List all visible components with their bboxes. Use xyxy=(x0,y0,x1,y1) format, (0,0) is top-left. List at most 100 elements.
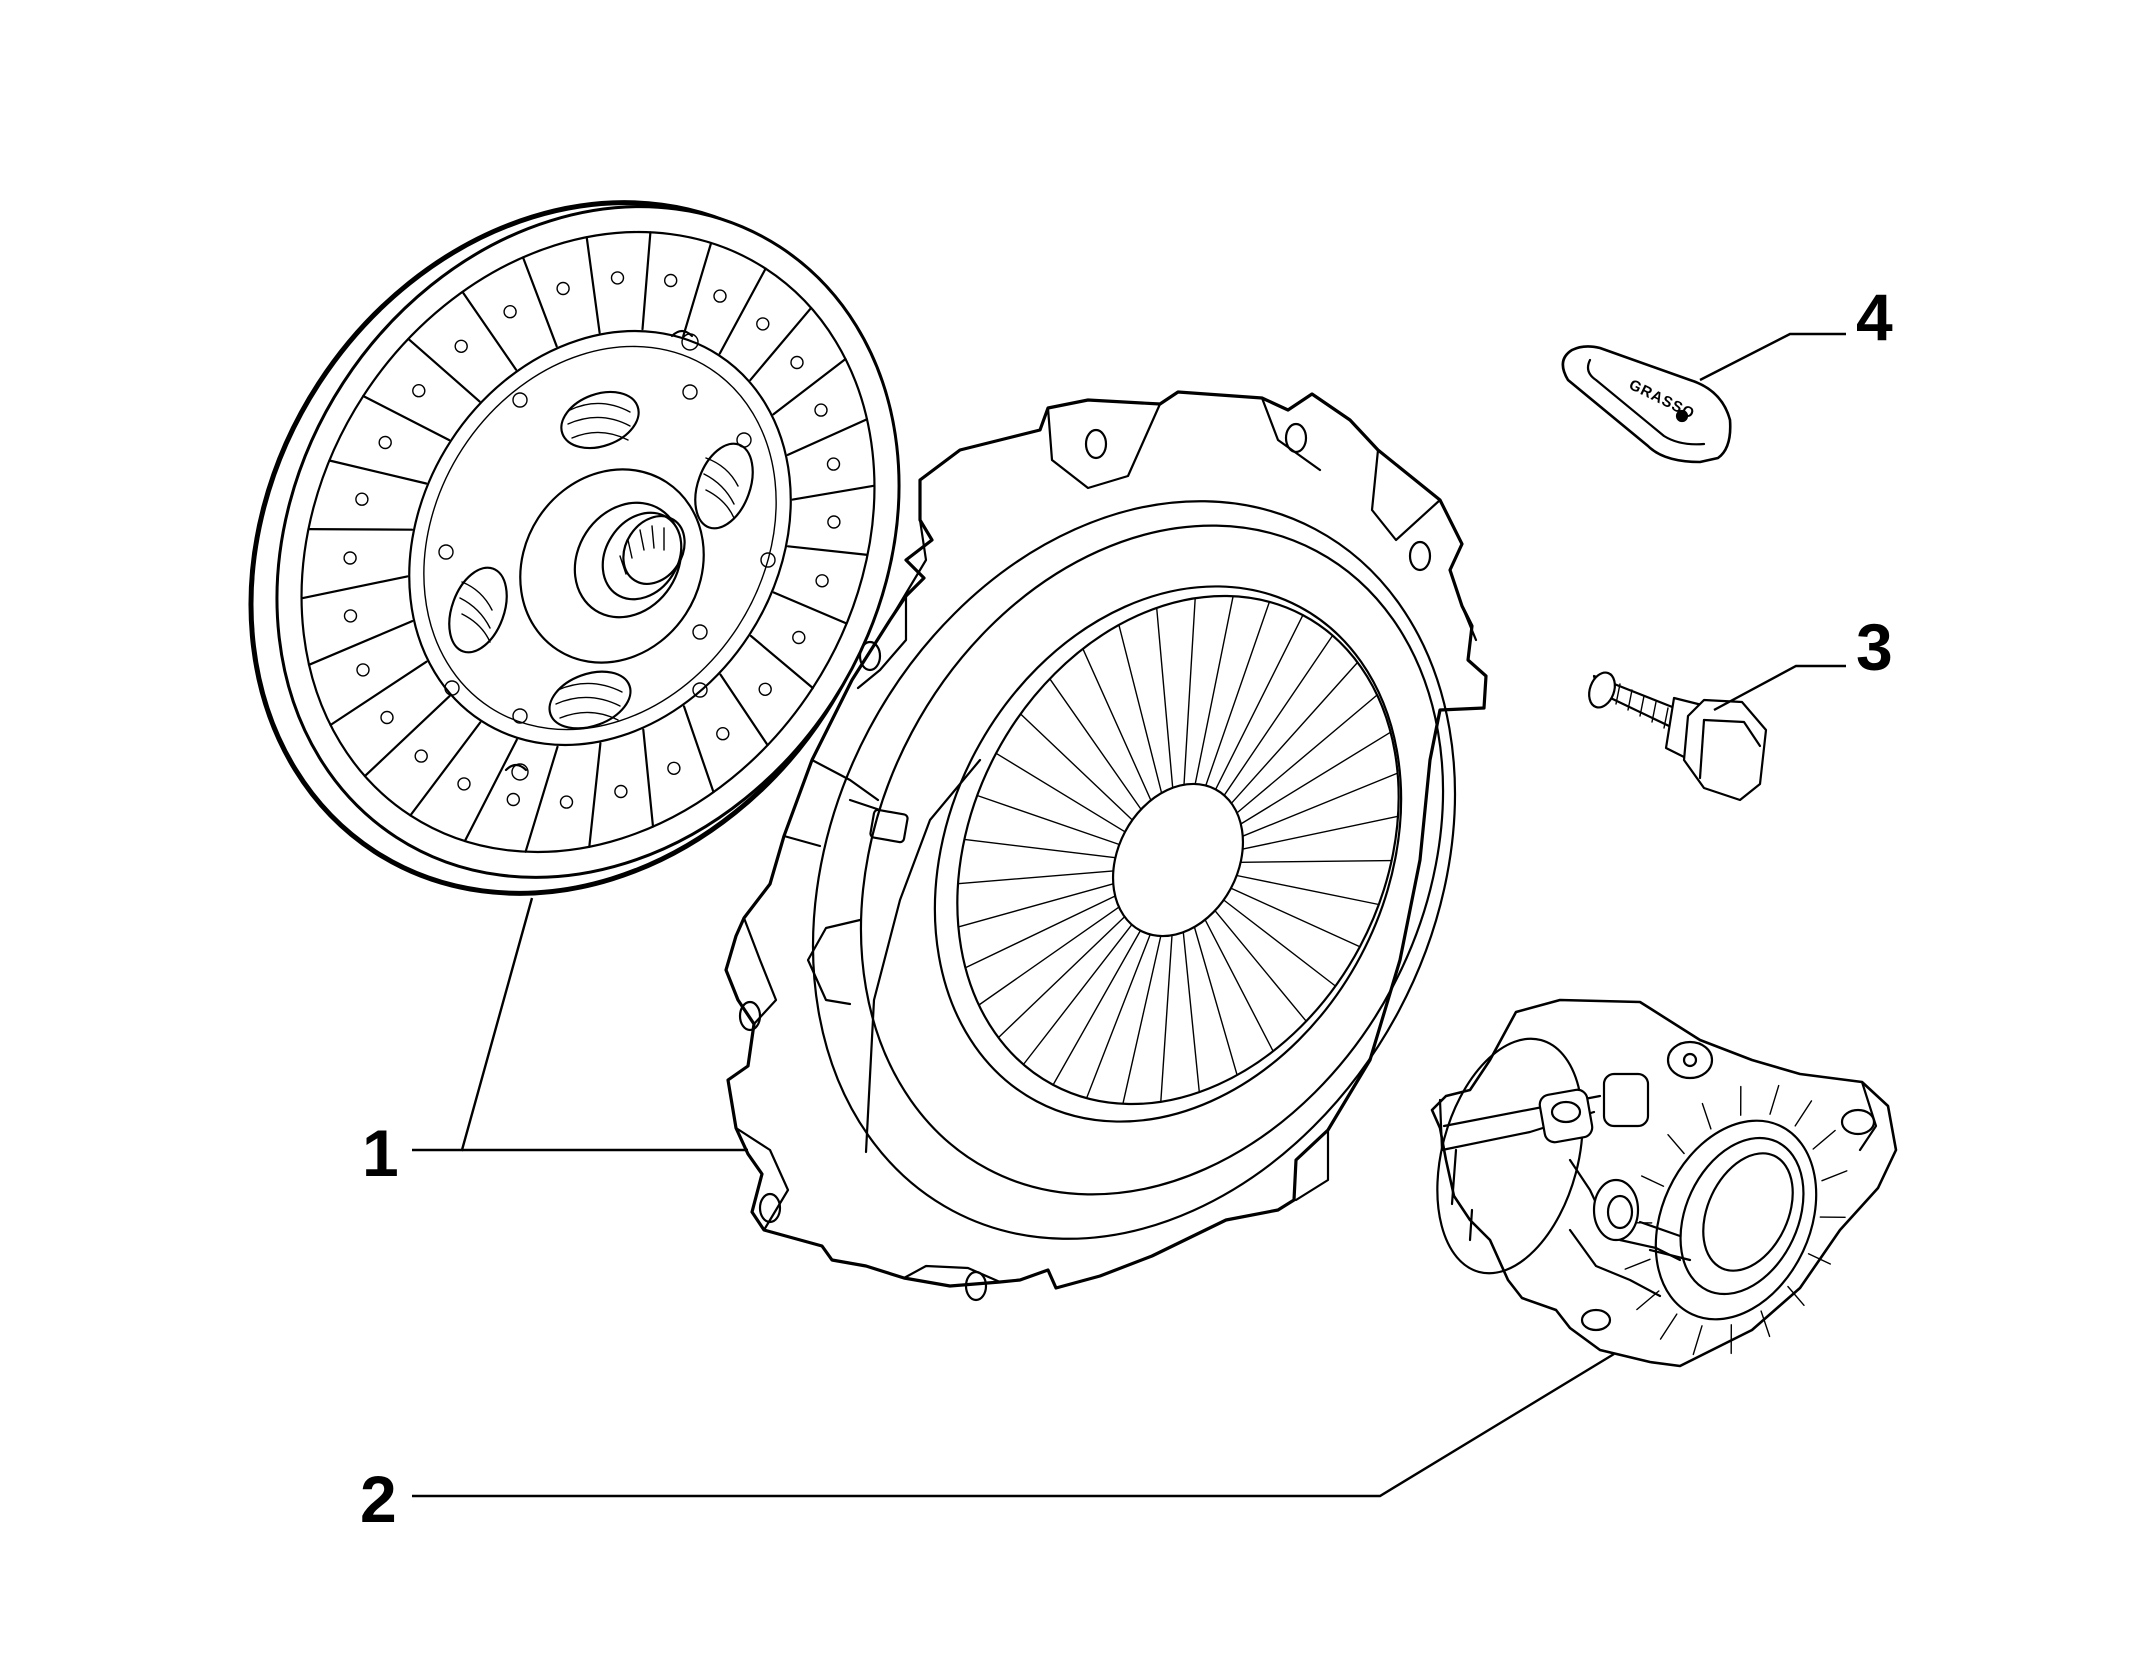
grease-tube: GRASSO xyxy=(1561,345,1732,464)
inner-rivets xyxy=(438,333,776,781)
flange-rib xyxy=(1812,1129,1836,1150)
diaphragm-finger xyxy=(1241,772,1399,837)
diaphragm-finger xyxy=(1205,601,1271,787)
flange-rib xyxy=(1807,1253,1832,1265)
friction-rivet xyxy=(378,435,392,450)
callout-1: 1 xyxy=(362,1116,399,1190)
release-bearing xyxy=(1430,998,1898,1368)
diaphragm-finger xyxy=(1160,934,1173,1103)
mounting-lugs xyxy=(734,396,1478,1302)
friction-segment-line xyxy=(307,619,414,666)
friction-rivet xyxy=(356,663,370,677)
friction-segment-line xyxy=(772,357,847,416)
diaphragm-center-hole xyxy=(1111,782,1245,938)
flange-rib xyxy=(1794,1100,1813,1127)
friction-segment-line xyxy=(328,459,428,485)
friction-segment-line xyxy=(642,728,655,828)
diaphragm-finger xyxy=(1194,595,1234,785)
diaphragm-finger xyxy=(1193,926,1238,1076)
friction-segment-line xyxy=(786,545,869,557)
friction-rivet xyxy=(412,384,426,398)
diaphragm-finger xyxy=(1222,899,1337,987)
friction-segment-line xyxy=(791,484,876,501)
friction-segment-line xyxy=(300,575,409,600)
friction-rivet xyxy=(506,792,520,807)
flange-rib xyxy=(1640,1175,1665,1187)
friction-rivet xyxy=(792,630,806,645)
friction-rivet xyxy=(454,339,468,353)
leader-3 xyxy=(1713,664,1846,712)
diaphragm-finger xyxy=(1236,694,1378,814)
friction-rivet xyxy=(814,403,828,417)
diaphragm-finger xyxy=(957,883,1115,928)
diaphragm-finger xyxy=(1241,815,1399,850)
friction-segment-line xyxy=(588,742,602,848)
pressure-plate-ring xyxy=(811,500,1457,1240)
release-bearing-body xyxy=(1430,998,1898,1368)
diaphragm-finger xyxy=(1183,597,1196,786)
flange-rib xyxy=(1821,1170,1848,1182)
friction-rivet xyxy=(610,271,625,285)
diaphragm-finger xyxy=(1204,919,1274,1052)
friction-rivet xyxy=(790,355,804,370)
clutch-hub xyxy=(519,468,705,664)
leader-1 xyxy=(412,897,534,1152)
friction-rivet xyxy=(614,784,628,799)
diaphragm-finger xyxy=(964,895,1116,969)
diaphragm-finger xyxy=(1122,935,1162,1105)
friction-segment-line xyxy=(718,267,767,355)
friction-rivet xyxy=(343,551,357,565)
friction-segment-line xyxy=(463,738,518,843)
friction-rivet xyxy=(457,777,471,791)
friction-segment-line xyxy=(749,306,813,381)
friction-lining-segments xyxy=(300,231,876,853)
flange-rib xyxy=(1692,1325,1703,1356)
diaphragm-finger xyxy=(1214,614,1304,791)
friction-segment-line xyxy=(362,394,451,442)
friction-rivet xyxy=(713,289,727,303)
flange-bolt xyxy=(1588,671,1768,802)
friction-segment-line xyxy=(585,236,601,334)
diaphragm-finger xyxy=(1182,931,1201,1093)
diaphragm-finger xyxy=(1155,607,1174,789)
leader-2 xyxy=(412,1352,1615,1498)
friction-segment-line xyxy=(719,673,769,747)
diaphragm-finger xyxy=(1118,624,1163,794)
friction-segment-line xyxy=(682,705,715,794)
diaphragm-finger xyxy=(1214,909,1307,1022)
diaphragm-finger xyxy=(997,916,1126,1039)
diaphragm-finger xyxy=(1230,661,1359,804)
callout-4: 4 xyxy=(1856,280,1893,354)
diaphragm-finger xyxy=(1082,648,1152,801)
diaphragm-finger xyxy=(1049,678,1142,811)
friction-rivet xyxy=(556,281,570,296)
friction-segment-line xyxy=(329,660,428,727)
friction-segment-line xyxy=(521,256,558,348)
callout-numbers: 1 2 3 4 xyxy=(360,280,1893,1536)
diaphragm-finger xyxy=(963,838,1117,859)
callout-3: 3 xyxy=(1856,610,1893,684)
diaphragm-finger xyxy=(995,752,1126,833)
friction-rivet xyxy=(826,457,841,471)
diaphragm-finger xyxy=(1022,924,1133,1066)
friction-segment-line xyxy=(641,231,652,331)
friction-rivet xyxy=(664,273,678,288)
clutch-disc xyxy=(248,200,901,896)
diaphragm-finger xyxy=(1052,929,1142,1086)
friction-segment-line xyxy=(524,745,559,853)
friction-rivet xyxy=(559,795,574,809)
leader-4 xyxy=(1699,332,1846,382)
flange-rib xyxy=(1769,1084,1780,1115)
callout-2: 2 xyxy=(360,1462,397,1536)
friction-segment-line xyxy=(682,241,713,338)
friction-rivet xyxy=(355,492,369,506)
flange-rib xyxy=(1787,1285,1805,1307)
diaphragm-finger xyxy=(1085,933,1151,1099)
diaphragm-spring-outer xyxy=(933,585,1403,1123)
friction-segment-line xyxy=(407,337,481,403)
diaphragm-finger xyxy=(1239,859,1393,863)
friction-rivet xyxy=(827,515,841,529)
diaphragm-finger xyxy=(1240,731,1392,825)
friction-segment-line xyxy=(363,694,451,778)
